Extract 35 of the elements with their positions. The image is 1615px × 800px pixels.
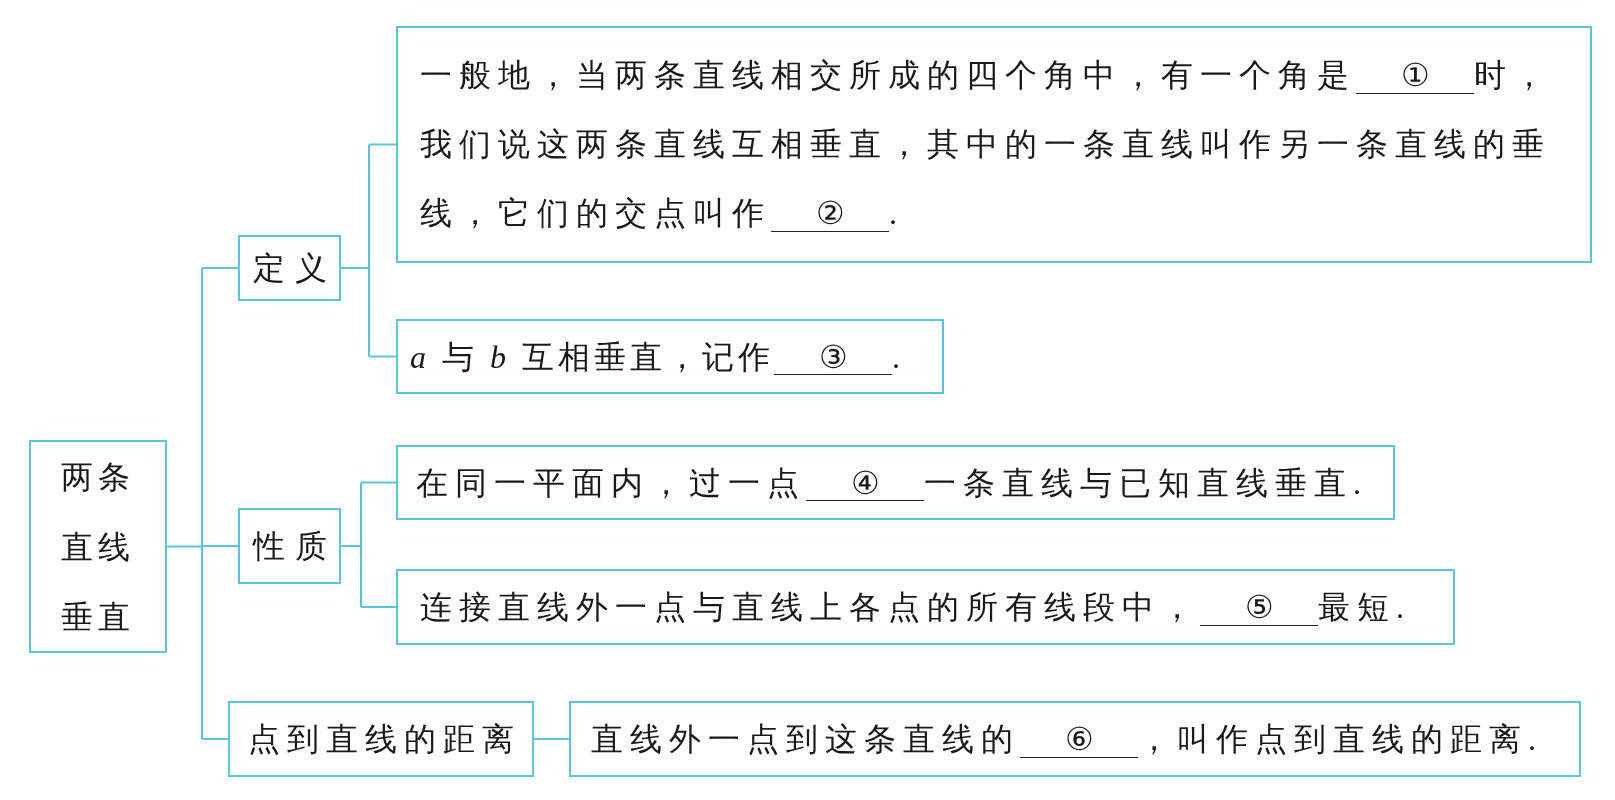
root-topic-label: 两条直线垂直 [60, 457, 136, 637]
statement-box [396, 26, 1592, 263]
connector-trunk [340, 481, 362, 608]
statement-box [396, 445, 1395, 520]
connector-line [201, 545, 239, 547]
statement-box [569, 701, 1581, 777]
statement-text: a 与 b 互相垂直，记作 ③ . [410, 337, 904, 378]
connector-line [201, 267, 239, 269]
statement-text: 直线外一点到这条直线的 ⑥ ，叫作点到直线的距离. [591, 720, 1543, 760]
connector-line [360, 481, 397, 484]
branch-topic-box [238, 508, 341, 584]
connector-line [368, 355, 397, 358]
root-topic-box [29, 440, 167, 653]
statement-box [396, 319, 944, 394]
fill-in-line: ⑥ [1020, 723, 1138, 758]
fill-in-line: ① [1356, 59, 1474, 94]
fill-in-line: ④ [806, 466, 924, 502]
connector-line [201, 738, 229, 740]
fill-in-line: ② [771, 197, 889, 232]
connector-line [360, 606, 397, 608]
branch-topic-box [238, 235, 341, 301]
connector-trunk [340, 143, 370, 358]
fill-in-line: ⑤ [1200, 591, 1318, 626]
statement-text: 连接直线外一点与直线上各点的所有线段中， ⑤ 最短. [420, 588, 1411, 628]
connector-line [368, 143, 397, 146]
statement-box [396, 569, 1455, 645]
branch-topic-label: 定义 [251, 249, 337, 288]
connector-line [533, 738, 570, 740]
branch-topic-label: 点到直线的距离 [247, 720, 521, 759]
branch-topic-label: 性质 [251, 527, 337, 566]
statement-text: 在同一平面内，过一点 ④ 一条直线与已知直线垂直. [416, 463, 1368, 504]
fill-in-line: ③ [774, 340, 892, 376]
branch-topic-box [228, 701, 534, 777]
connector-trunk [166, 267, 203, 740]
statement-text: 一般地，当两条直线相交所成的四个角中，有一个角是 ① 时，我们说这两条直线互相垂直，其中的一条直线叫作另一条直线的垂线，它们的交点叫作 ② . [420, 56, 1553, 234]
